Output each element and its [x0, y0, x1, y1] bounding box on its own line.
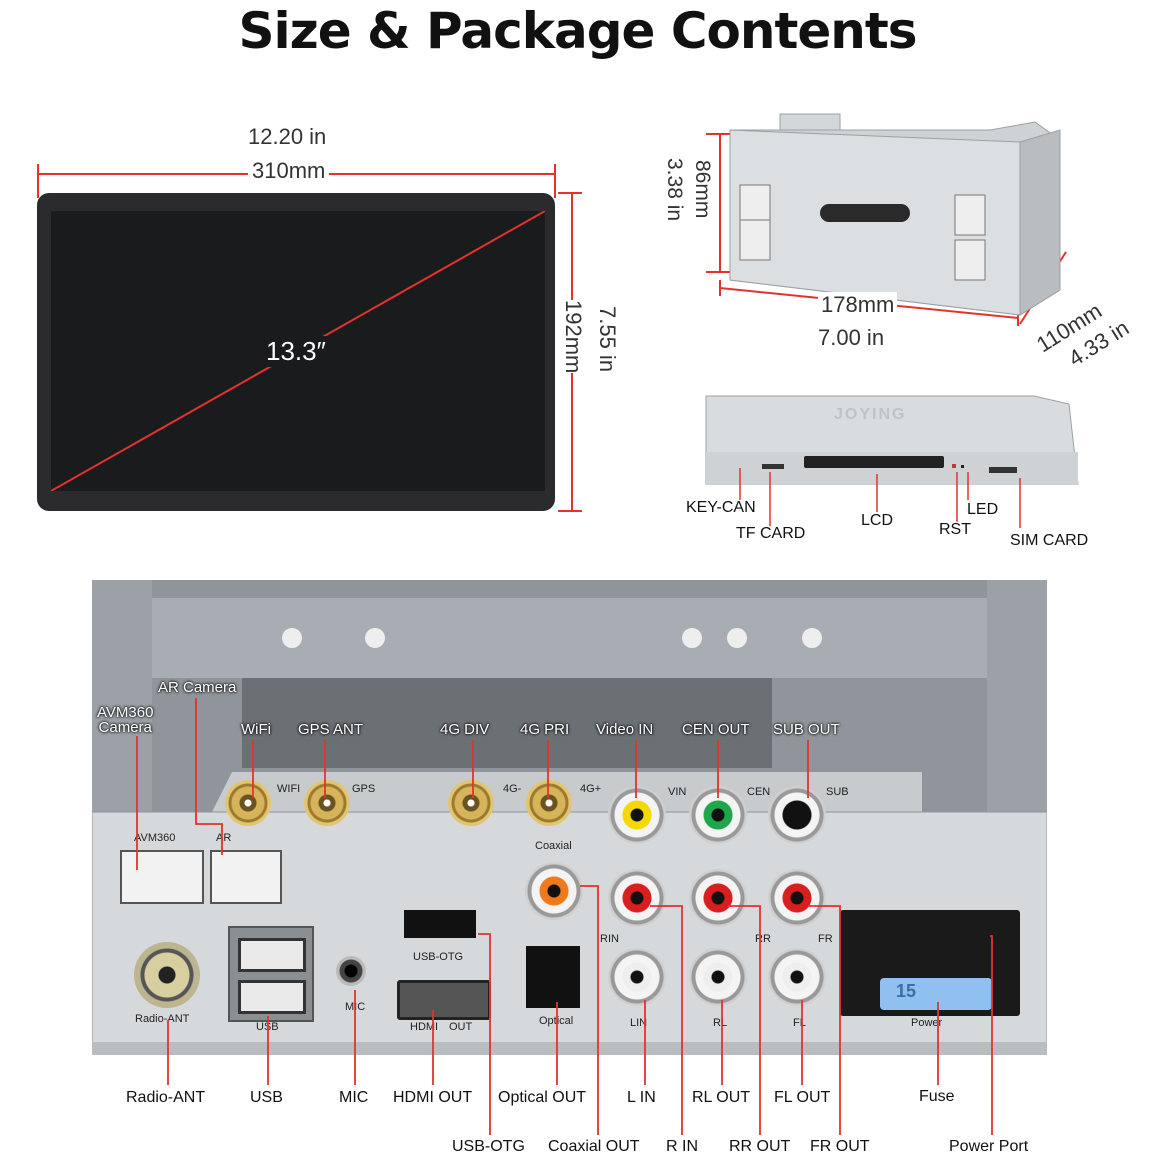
silk-out: OUT [449, 1021, 473, 1033]
silk-rr: RR [755, 933, 771, 945]
callout-power-port: Power Port [949, 1138, 1029, 1155]
screen-diagonal-size: 13.3″ [262, 336, 330, 367]
fuse-rating: 15 [896, 981, 917, 1001]
silk-sub: SUB [826, 786, 849, 798]
callout-mic: MIC [339, 1089, 369, 1106]
callout-4g-div: 4G DIV [440, 721, 490, 738]
fl-out-jack[interactable] [768, 948, 826, 1006]
callout-rr-out: RR OUT [729, 1138, 791, 1155]
video-in-jack[interactable] [608, 786, 666, 844]
callout-ar-camera: AR Camera [158, 679, 237, 696]
callout-wifi: WiFi [241, 721, 271, 738]
screen-width-in: 12.20 in [248, 124, 327, 149]
silk-avm360: AVM360 [134, 832, 176, 844]
fr-out-jack[interactable] [768, 869, 826, 927]
screen-height-in: 7.55 in [595, 306, 620, 373]
callout-fuse: Fuse [919, 1088, 955, 1105]
callout-coaxial-out: Coaxial OUT [548, 1138, 640, 1155]
chassis-drawing [729, 113, 1061, 316]
callout-4g-pri: 4G PRI [520, 721, 570, 738]
usb-otg-port[interactable] [404, 910, 476, 938]
callout-gps-ant: GPS ANT [298, 721, 364, 738]
silk-hdmi: HDMI [410, 1021, 439, 1033]
optical-out-port[interactable] [526, 946, 580, 1008]
silk-coaxial: Coaxial [535, 840, 572, 852]
sim-card-label: SIM CARD [1010, 532, 1089, 549]
l-in-jack[interactable] [608, 948, 666, 1006]
silk-power: Power [911, 1017, 943, 1029]
chassis-front-drawing [705, 395, 1079, 485]
callout-l-in: L IN [627, 1089, 656, 1106]
radio-ant-connector[interactable] [134, 942, 200, 1008]
silk-4g-minus: 4G- [503, 783, 522, 795]
coaxial-out-jack[interactable] [525, 862, 583, 920]
chassis-front-view: JOYING [704, 390, 1080, 490]
callout-hdmi-out: HDMI OUT [393, 1089, 473, 1106]
mic-jack[interactable] [336, 956, 366, 986]
silk-radio-ant: Radio-ANT [135, 1013, 190, 1025]
chassis-height-mm: 86mm [691, 160, 714, 219]
silk-ar: AR [216, 832, 232, 844]
sub-out-jack[interactable] [768, 786, 826, 844]
usb-ports[interactable] [228, 926, 314, 1022]
power-port[interactable] [840, 910, 1020, 1016]
lcd-label: LCD [861, 512, 894, 529]
rl-out-jack[interactable] [689, 948, 747, 1006]
brand-emboss: JOYING [834, 406, 907, 423]
r-in-jack[interactable] [608, 869, 666, 927]
callout-optical-out: Optical OUT [498, 1089, 587, 1106]
callout-usb-otg: USB-OTG [452, 1138, 525, 1155]
ar-camera-connector[interactable] [210, 850, 282, 904]
screen-height-mm: 192mm [560, 300, 586, 374]
silk-wifi: WIFI [277, 783, 301, 795]
callout-cen-out: CEN OUT [682, 721, 750, 738]
key-can-label: KEY-CAN [686, 499, 756, 516]
chassis-height-in: 3.38 in [663, 158, 686, 222]
silk-4g-plus: 4G+ [580, 783, 602, 795]
silk-vin: VIN [668, 786, 687, 798]
gps-antenna-connector[interactable] [304, 780, 350, 826]
silk-gps: GPS [352, 783, 376, 795]
silk-cen: CEN [747, 786, 771, 798]
rr-out-jack[interactable] [689, 869, 747, 927]
callout-video-in: Video IN [596, 721, 654, 738]
hdmi-out-port[interactable] [397, 980, 491, 1020]
front-port-leader-lines [739, 468, 1021, 528]
4g-pri-connector[interactable] [526, 780, 572, 826]
rear-leader-lines [136, 698, 993, 1135]
callout-rl-out: RL OUT [692, 1089, 751, 1106]
callout-r-in: R IN [666, 1138, 698, 1155]
callout-sub-out: SUB OUT [773, 721, 840, 738]
chassis-3d-view [690, 100, 1090, 330]
page-title: Size & Package Contents [238, 2, 917, 60]
callout-fl-out: FL OUT [774, 1089, 831, 1106]
silk-fr: FR [818, 933, 833, 945]
callout-usb: USB [250, 1089, 283, 1106]
silk-usb-otg: USB-OTG [413, 951, 464, 963]
fuse[interactable] [880, 978, 992, 1010]
callout-avm360-camera: AVM360 Camera [97, 704, 154, 736]
silk-rl: RL [713, 1017, 728, 1029]
chassis-width-mm: 178mm [818, 292, 898, 318]
led-label: LED [967, 501, 999, 518]
silk-rin: RIN [600, 933, 619, 945]
rst-label: RST [939, 521, 971, 538]
screen-width-mm: 310mm [248, 158, 330, 184]
rear-panel-photo: 15 [91, 580, 1048, 1056]
chassis-width-in: 7.00 in [818, 325, 885, 350]
tf-card-label: TF CARD [736, 525, 806, 542]
callout-fr-out: FR OUT [810, 1138, 870, 1155]
wifi-antenna-connector[interactable] [225, 780, 271, 826]
silk-lin: LIN [630, 1017, 648, 1029]
head-unit-screen: 13.3″ [37, 193, 555, 511]
avm360-connector[interactable] [120, 850, 204, 904]
callout-radio-ant: Radio-ANT [126, 1089, 206, 1106]
4g-div-connector[interactable] [448, 780, 494, 826]
